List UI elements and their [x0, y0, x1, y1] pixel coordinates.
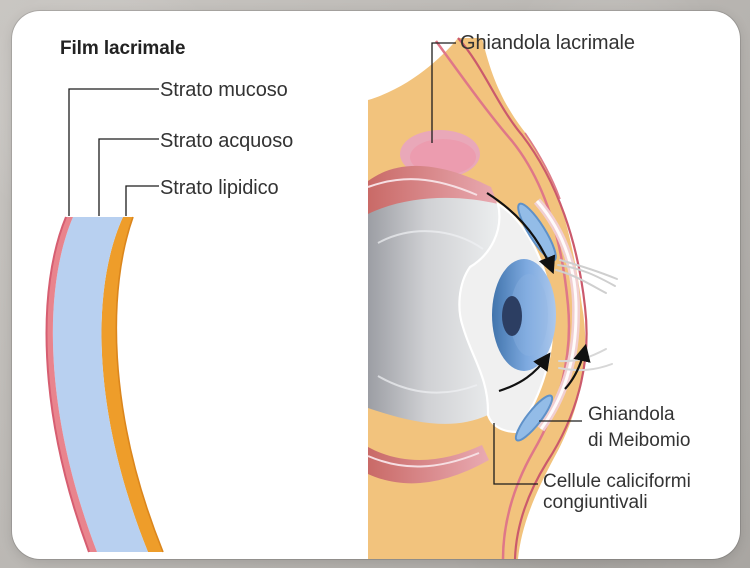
lipid-layer-label: Strato lipidico	[160, 176, 279, 200]
pupil-ellipse	[502, 296, 522, 336]
lipid-leader-line	[126, 186, 159, 216]
tear-film-layers	[47, 217, 163, 552]
aqueous-layer-label: Strato acquoso	[160, 129, 293, 153]
goblet-cells-label-line1: Cellule caliciformi	[543, 472, 691, 492]
left-leader-lines	[69, 89, 159, 216]
goblet-cells-label-line2: congiuntivali	[543, 493, 648, 513]
meibomian-label-line1: Ghiandola	[588, 405, 675, 425]
diagram-title: Film lacrimale	[60, 38, 185, 60]
aqueous-leader-line	[99, 139, 159, 216]
meibomian-label-line2: di Meibomio	[588, 431, 690, 451]
mucous-layer-label: Strato mucoso	[160, 78, 288, 102]
diagram-card: Film lacrimale Strato mucoso Strato acqu…	[12, 11, 740, 559]
lacrimal-gland-label: Ghiandola lacrimale	[460, 31, 635, 55]
mucous-leader-line	[69, 89, 159, 216]
